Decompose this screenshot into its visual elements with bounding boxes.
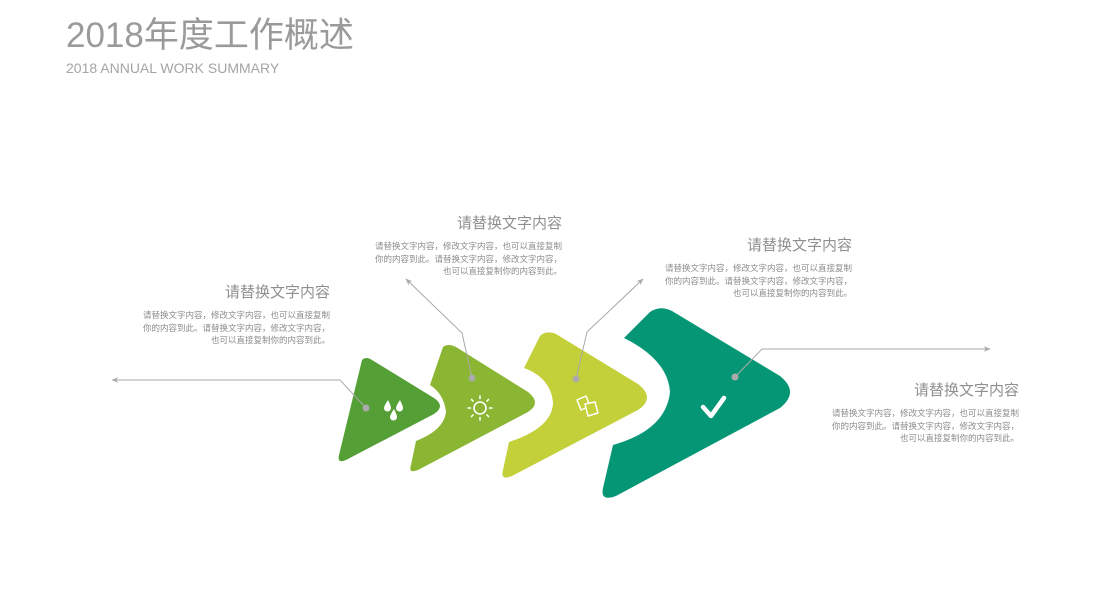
step-4-arrow xyxy=(602,308,790,498)
step-1-text: 请替换文字内容 请替换文字内容，修改文字内容，也可以直接复制 你的内容到此。请替… xyxy=(110,283,330,347)
step-2-text: 请替换文字内容 请替换文字内容，修改文字内容，也可以直接复制 你的内容到此。请替… xyxy=(342,214,562,278)
connector-step-4 xyxy=(731,346,991,381)
step-1-heading: 请替换文字内容 xyxy=(224,284,330,301)
step-2-arrow xyxy=(410,345,535,472)
sun-icon xyxy=(467,395,493,421)
step-4-heading: 请替换文字内容 xyxy=(913,382,1019,399)
step-3-text: 请替换文字内容 请替换文字内容，修改文字内容，也可以直接复制 你的内容到此。请替… xyxy=(632,236,852,300)
step-3-body: 请替换文字内容，修改文字内容，也可以直接复制 你的内容到此。请替换文字内容，修改… xyxy=(664,263,852,298)
step-1-body: 请替换文字内容，修改文字内容，也可以直接复制 你的内容到此。请替换文字内容，修改… xyxy=(142,310,330,345)
water-drops-icon xyxy=(384,400,403,421)
checkmark-icon xyxy=(700,395,727,419)
page-subtitle: 2018 ANNUAL WORK SUMMARY xyxy=(66,60,280,76)
connector-step-2 xyxy=(405,278,476,382)
step-2-body: 请替换文字内容，修改文字内容，也可以直接复制 你的内容到此。请替换文字内容，修改… xyxy=(374,241,562,276)
connector-step-1 xyxy=(111,377,370,412)
page-title: 2018年度工作概述 xyxy=(66,16,354,55)
step-3-arrow xyxy=(502,332,647,478)
step-4-text: 请替换文字内容 请替换文字内容，修改文字内容，也可以直接复制 你的内容到此。请替… xyxy=(799,381,1019,445)
step-4-body: 请替换文字内容，修改文字内容，也可以直接复制 你的内容到此。请替换文字内容，修改… xyxy=(831,408,1019,443)
connector-step-3 xyxy=(572,278,644,383)
cards-icon xyxy=(576,395,599,417)
step-3-heading: 请替换文字内容 xyxy=(746,237,852,254)
step-2-heading: 请替换文字内容 xyxy=(456,215,562,232)
